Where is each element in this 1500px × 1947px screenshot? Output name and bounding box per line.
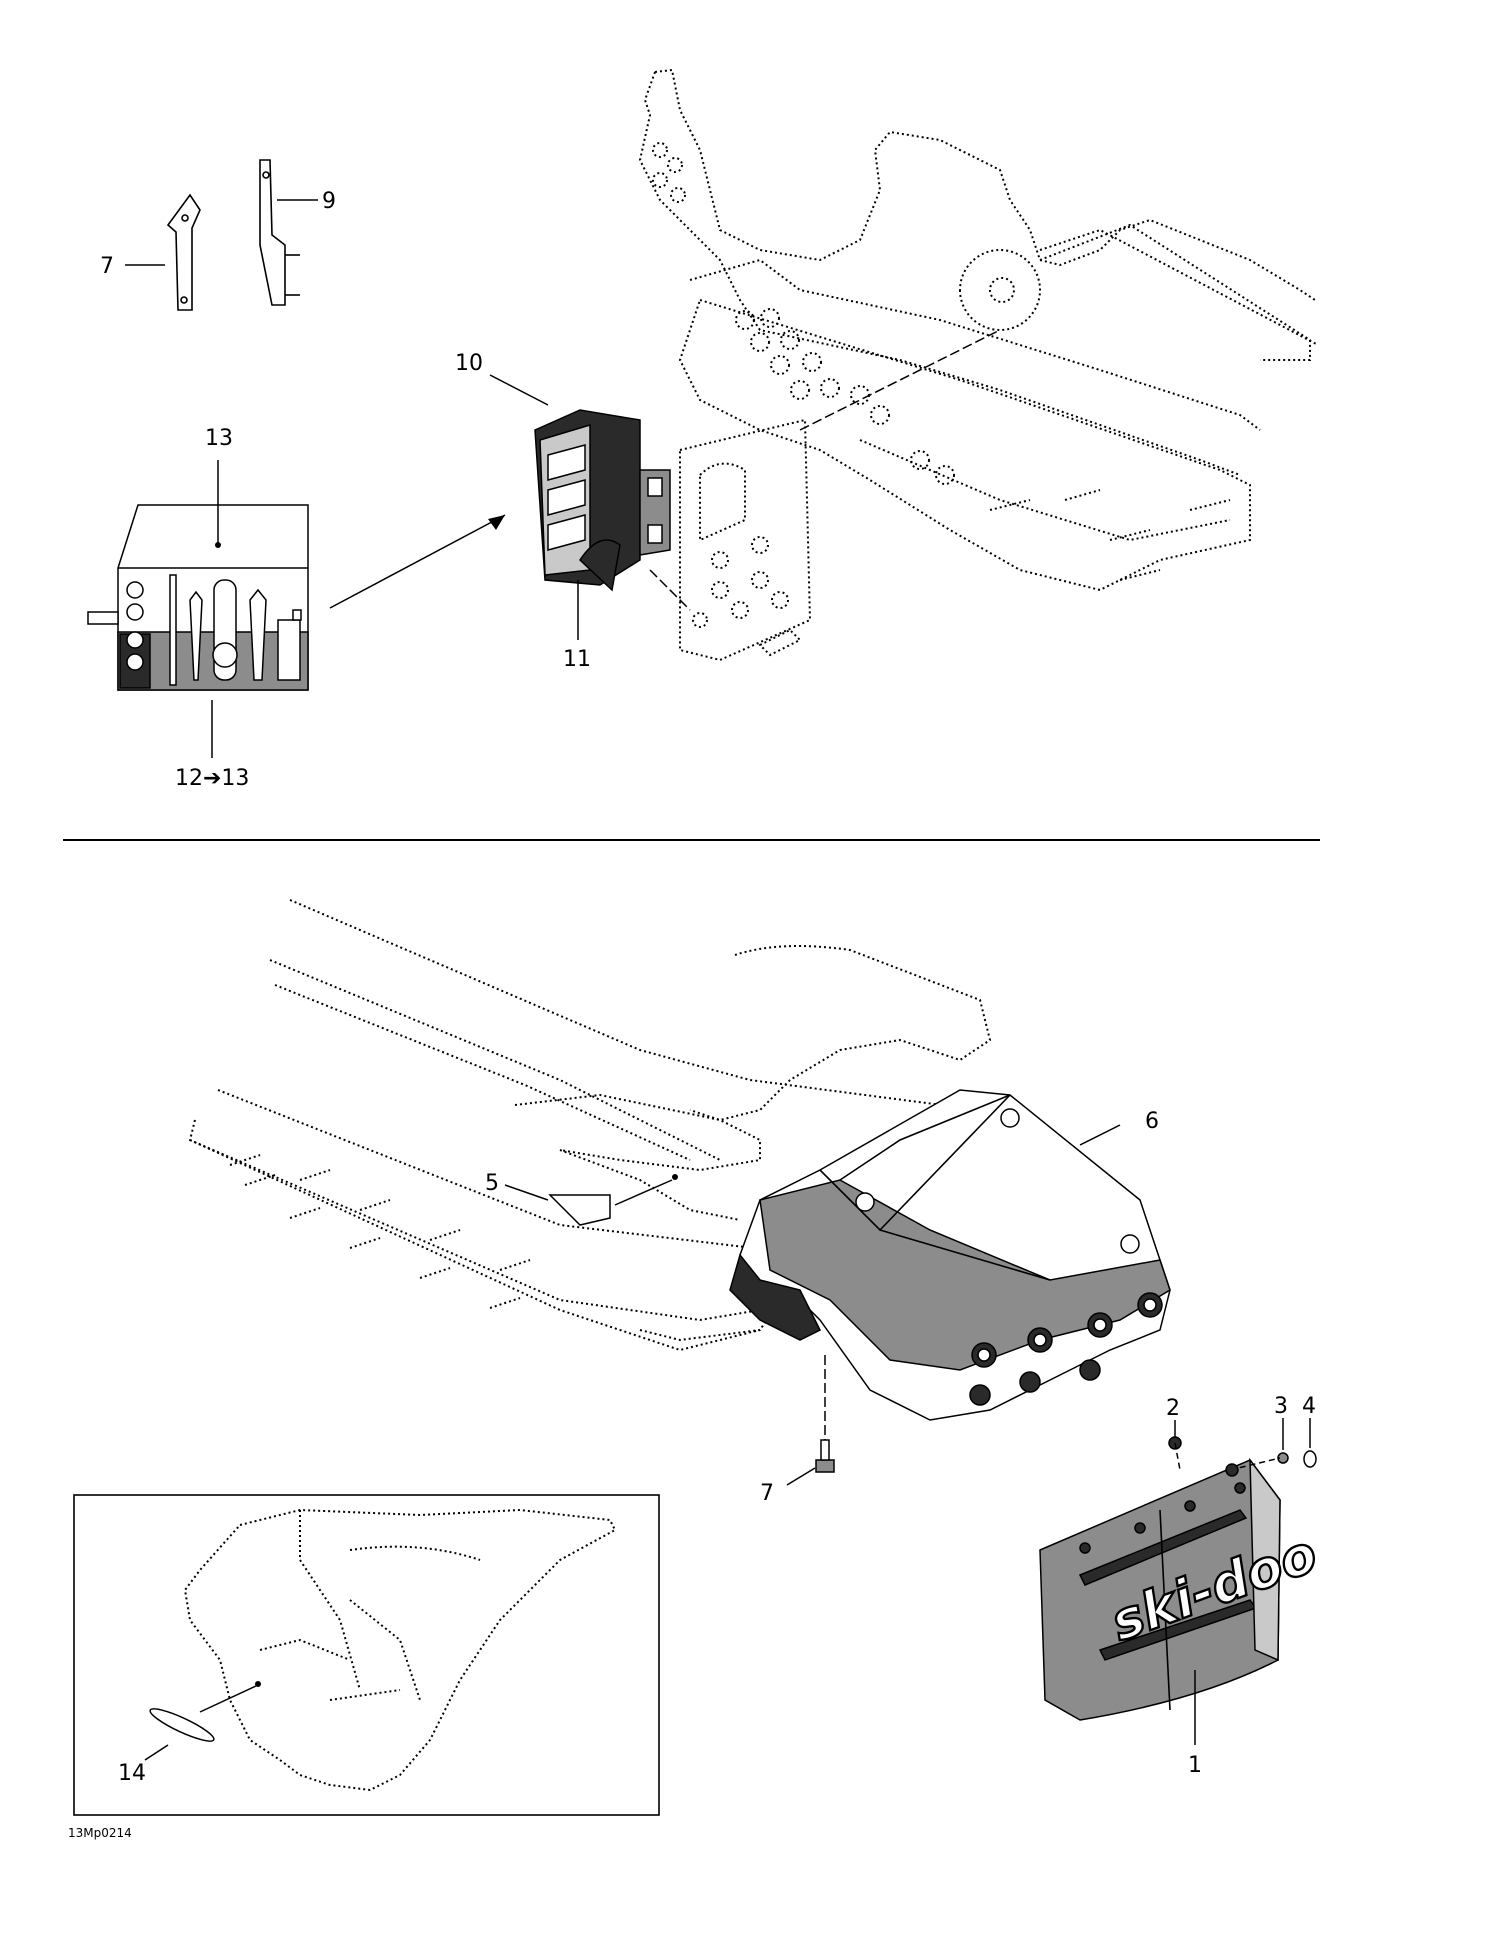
plate-holes [652, 142, 955, 485]
upper-section: 7 9 10 11 13 12➔13 [87, 68, 1319, 791]
bracket-9 [259, 159, 300, 306]
callout-2: 2 [1166, 1396, 1180, 1421]
rear-housing-6 [729, 1089, 1171, 1421]
bracket-8 [166, 193, 201, 311]
callout-12-to-13: 12➔13 [175, 766, 249, 791]
callout-13: 13 [205, 426, 233, 451]
lower-leaders [504, 1124, 1311, 1745]
tunnel [188, 899, 992, 1352]
tunnel-slots [229, 1154, 531, 1309]
callout-1: 1 [1188, 1753, 1202, 1778]
callout-14: 14 [118, 1761, 146, 1786]
deflector-5 [548, 1174, 678, 1226]
callout-11: 11 [563, 647, 591, 672]
mud-flap-1: ski-doo [1039, 1457, 1326, 1721]
callout-3: 3 [1274, 1394, 1288, 1419]
callout-6: 6 [1145, 1109, 1159, 1134]
callout-9: 9 [322, 189, 336, 214]
callout-8: 7 [100, 254, 114, 279]
screw-7 [815, 1355, 835, 1473]
inset-box [73, 1494, 660, 1816]
callout-7: 7 [760, 1481, 774, 1506]
tool-bag [534, 409, 671, 592]
callout-10: 10 [455, 351, 483, 376]
upper-leaders [125, 199, 579, 758]
lower-section: ski-doo [68, 899, 1326, 1840]
mounting-bracket [649, 329, 1001, 662]
reference-code: 13Mp0214 [68, 1826, 132, 1840]
callout-4: 4 [1302, 1394, 1316, 1419]
frame-slots [989, 489, 1231, 581]
tool-kit [87, 504, 309, 691]
tool-icons [126, 574, 302, 686]
callout-5: 5 [485, 1171, 499, 1196]
decal-14 [149, 1708, 215, 1742]
chassis-frame-upper [638, 68, 1319, 592]
